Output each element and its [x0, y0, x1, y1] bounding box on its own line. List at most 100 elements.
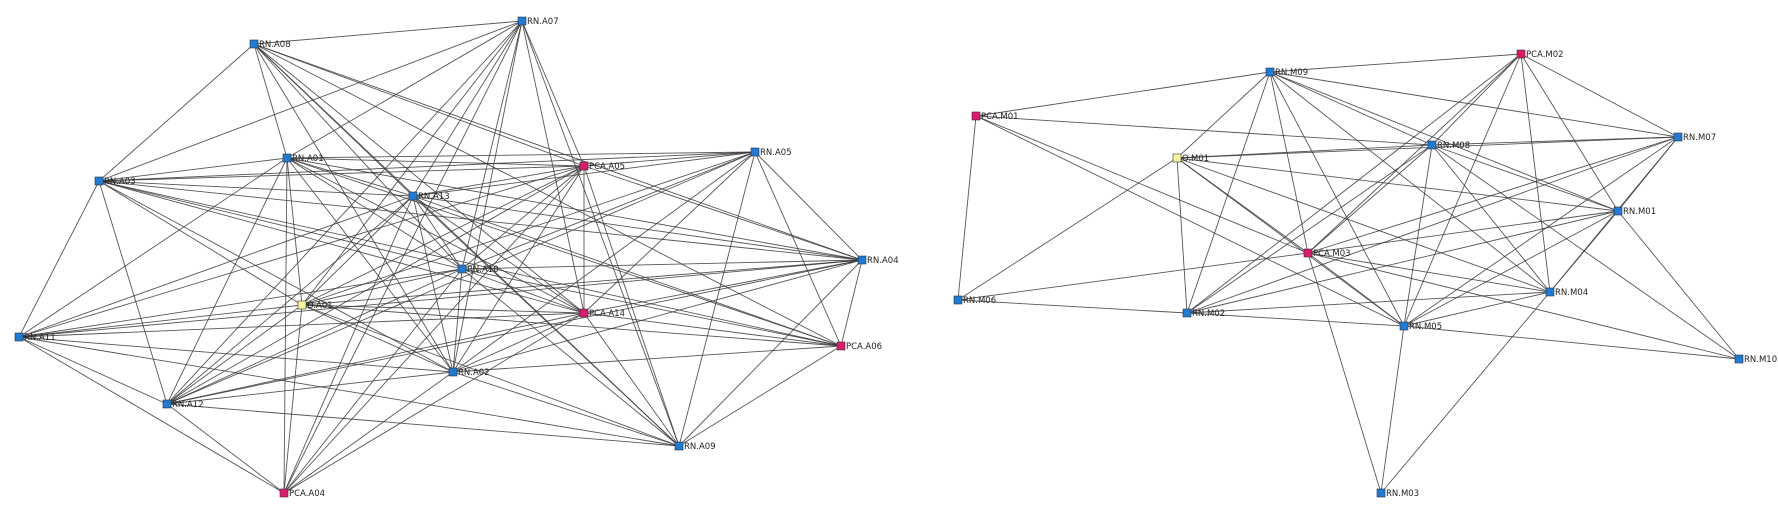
- node-marker-pca-a06[interactable]: [836, 341, 846, 351]
- edge-rn-m09-pca-m03: [1269, 71, 1309, 254]
- edge-o-a01-rn-a02: [301, 304, 454, 373]
- node-label-rn-m07: RN.M07: [1683, 133, 1716, 143]
- edge-o-a01-pca-a06: [301, 304, 842, 347]
- node-rn-a12[interactable]: RN.A12: [162, 399, 204, 410]
- edge-pca-m02-rn-m07: [1520, 53, 1679, 138]
- node-marker-rn-a10[interactable]: [457, 264, 467, 274]
- node-rn-a09[interactable]: RN.A09: [674, 441, 716, 452]
- edge-rn-a01-pca-a14: [286, 157, 585, 314]
- node-pca-m02[interactable]: PCA.M02: [1516, 49, 1564, 60]
- edge-rn-a12-pca-a04: [166, 403, 285, 494]
- node-rn-a03[interactable]: RN.A03: [94, 176, 136, 187]
- node-rn-m04[interactable]: RN.M04: [1545, 287, 1588, 298]
- node-rn-m05[interactable]: RN.M05: [1399, 321, 1442, 332]
- node-rn-a05[interactable]: RN.A05: [750, 147, 792, 158]
- node-rn-a13[interactable]: RN.A13: [408, 191, 450, 202]
- node-rn-m01[interactable]: RN.M01: [1613, 206, 1656, 217]
- node-marker-rn-m06[interactable]: [953, 295, 963, 305]
- node-marker-rn-a12[interactable]: [162, 399, 172, 409]
- node-marker-rn-m01[interactable]: [1613, 206, 1623, 216]
- node-marker-rn-m09[interactable]: [1265, 67, 1275, 77]
- node-pca-a04[interactable]: PCA.A04: [279, 488, 325, 499]
- node-rn-a07[interactable]: RN.A07: [517, 16, 559, 27]
- node-marker-pca-m01[interactable]: [971, 111, 981, 121]
- edge-rn-a04-rn-a09: [678, 259, 863, 447]
- node-marker-pca-a14[interactable]: [579, 308, 589, 318]
- node-marker-rn-m08[interactable]: [1427, 140, 1437, 150]
- edge-rn-a10-rn-a11: [18, 268, 463, 338]
- edge-rn-m09-rn-m08: [1269, 71, 1433, 146]
- node-marker-pca-m02[interactable]: [1516, 49, 1526, 59]
- node-pca-a05[interactable]: PCA.A05: [579, 161, 625, 172]
- node-rn-a04[interactable]: RN.A04: [857, 255, 899, 266]
- edge-rn-m05-rn-m10: [1403, 325, 1740, 360]
- node-rn-a01[interactable]: RN.A01: [282, 153, 324, 164]
- node-rn-m10[interactable]: RN.M10: [1734, 354, 1777, 365]
- node-marker-o-m01[interactable]: [1172, 153, 1182, 163]
- edge-rn-a01-rn-a12: [166, 157, 288, 405]
- node-rn-m08[interactable]: RN.M08: [1427, 140, 1470, 151]
- edge-pca-m03-rn-m06: [957, 252, 1309, 301]
- node-marker-rn-a11[interactable]: [14, 332, 24, 342]
- node-rn-m03[interactable]: RN.M03: [1376, 488, 1419, 499]
- node-marker-rn-a02[interactable]: [448, 367, 458, 377]
- edge-rn-a05-rn-a13: [412, 151, 756, 197]
- node-pca-a14[interactable]: PCA.A14: [579, 308, 625, 319]
- edge-rn-a13-pca-a14: [412, 195, 585, 314]
- edge-rn-a03-rn-a11: [18, 180, 100, 338]
- edge-rn-a10-rn-a09: [461, 268, 680, 447]
- node-rn-m02[interactable]: RN.M02: [1182, 308, 1225, 319]
- node-rn-a11[interactable]: RN.A11: [14, 332, 56, 343]
- node-rn-a02[interactable]: RN.A02: [448, 367, 490, 378]
- node-marker-rn-a05[interactable]: [750, 147, 760, 157]
- edge-o-m01-rn-m06: [957, 157, 1178, 301]
- node-label-rn-m06: RN.M06: [963, 296, 996, 306]
- edge-rn-a13-o-a01: [301, 195, 414, 306]
- edge-rn-a11-pca-a04: [18, 336, 285, 494]
- edge-pca-a14-rn-a09: [583, 312, 680, 447]
- node-marker-rn-m02[interactable]: [1182, 308, 1192, 318]
- edge-rn-a11-rn-a09: [18, 336, 680, 447]
- node-marker-rn-m07[interactable]: [1673, 132, 1683, 142]
- node-marker-rn-a08[interactable]: [249, 39, 259, 49]
- node-label-pca-m03: PCA.M03: [1313, 249, 1351, 259]
- node-rn-m09[interactable]: RN.M09: [1265, 67, 1308, 78]
- edge-o-m01-rn-m01: [1176, 157, 1619, 212]
- edge-rn-m01-pca-m03: [1307, 210, 1619, 254]
- node-marker-rn-m05[interactable]: [1399, 321, 1409, 331]
- node-o-a01[interactable]: O.A01: [297, 300, 333, 311]
- node-marker-o-a01[interactable]: [297, 300, 307, 310]
- node-pca-m01[interactable]: PCA.M01: [971, 111, 1019, 122]
- node-marker-rn-m03[interactable]: [1376, 488, 1386, 498]
- node-marker-rn-a04[interactable]: [857, 255, 867, 265]
- node-marker-rn-a03[interactable]: [94, 176, 104, 186]
- edge-rn-a02-rn-a12: [166, 371, 454, 405]
- node-pca-a06[interactable]: PCA.A06: [836, 341, 882, 352]
- node-marker-rn-a09[interactable]: [674, 441, 684, 451]
- node-label-pca-m01: PCA.M01: [981, 112, 1019, 122]
- node-marker-rn-a01[interactable]: [282, 153, 292, 163]
- node-marker-rn-a07[interactable]: [517, 16, 527, 26]
- edge-rn-a05-pca-a06: [754, 151, 842, 347]
- node-rn-m06[interactable]: RN.M06: [953, 295, 996, 306]
- node-marker-pca-a04[interactable]: [279, 488, 289, 498]
- edge-pca-a14-rn-a11: [18, 312, 585, 338]
- node-marker-pca-m03[interactable]: [1303, 248, 1313, 258]
- edge-pca-a14-rn-a02: [452, 312, 585, 373]
- node-rn-a10[interactable]: RN.A10: [457, 264, 499, 275]
- edge-pca-m01-pca-m03: [975, 115, 1309, 254]
- edge-rn-a05-rn-a10: [461, 151, 756, 270]
- node-rn-m07[interactable]: RN.M07: [1673, 132, 1716, 143]
- node-pca-m03[interactable]: PCA.M03: [1303, 248, 1351, 259]
- node-o-m01[interactable]: O.M01: [1172, 153, 1209, 164]
- node-rn-a08[interactable]: RN.A08: [249, 39, 291, 50]
- node-marker-rn-m04[interactable]: [1545, 287, 1555, 297]
- edge-rn-m02-rn-m05: [1186, 312, 1405, 327]
- edge-rn-a04-pca-a06: [840, 259, 863, 347]
- node-marker-rn-a13[interactable]: [408, 191, 418, 201]
- node-marker-rn-m10[interactable]: [1734, 354, 1744, 364]
- node-marker-pca-a05[interactable]: [579, 161, 589, 171]
- edge-rn-m01-rn-m05: [1403, 210, 1619, 327]
- edge-rn-m08-rn-m04: [1431, 144, 1551, 293]
